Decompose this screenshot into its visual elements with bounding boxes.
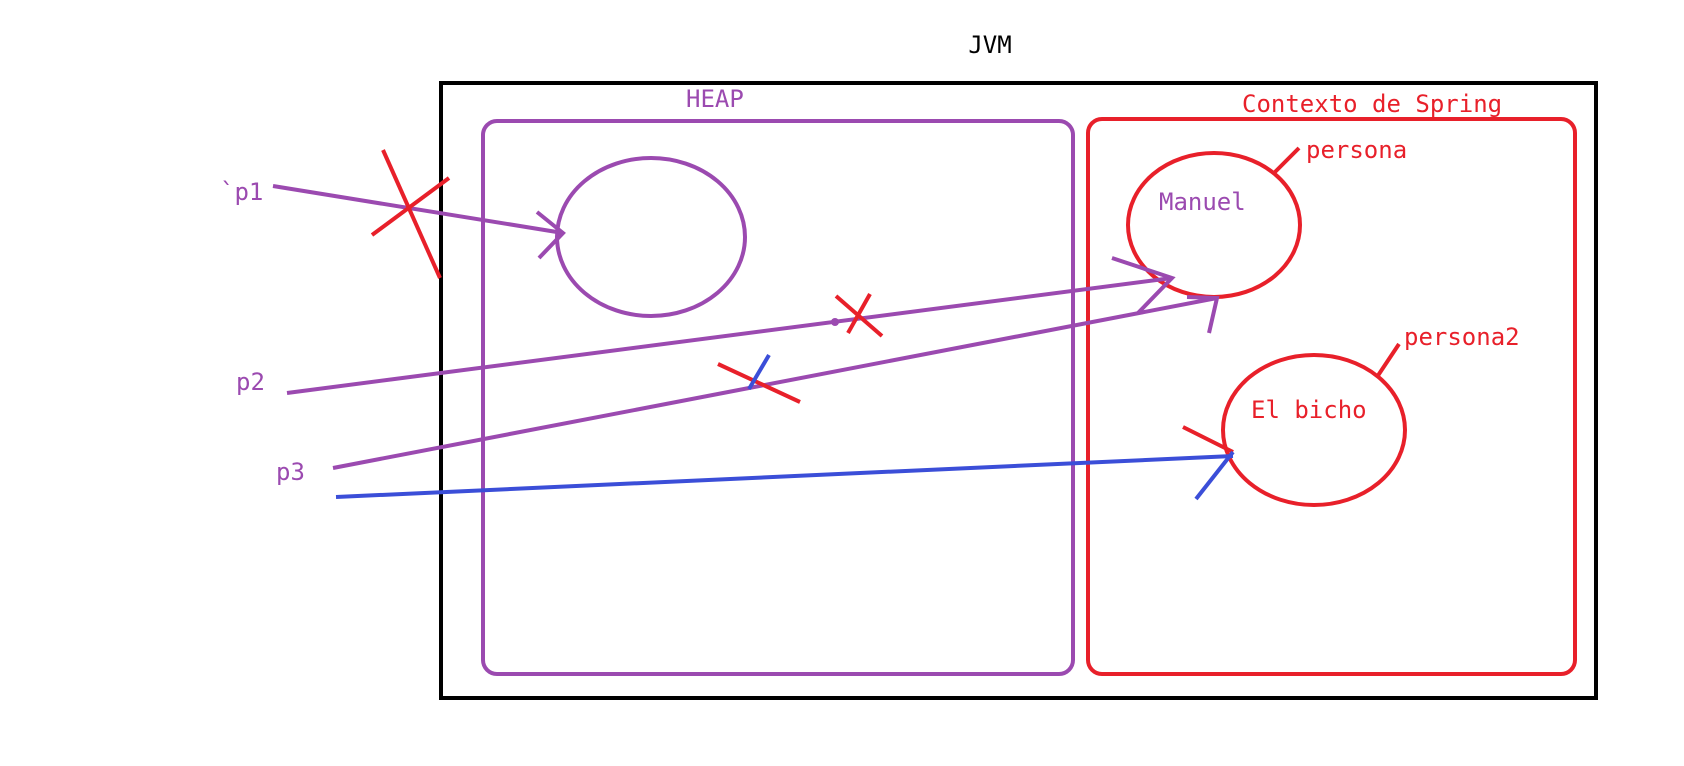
jvm-title: JVM — [968, 31, 1011, 59]
bean-persona-value: Manuel — [1159, 188, 1246, 216]
reference-p2-to-persona — [286, 256, 1176, 395]
variable-p2-label: p2 — [236, 368, 265, 396]
bean-persona2-tag-line — [1375, 342, 1401, 379]
heap-object — [555, 156, 747, 318]
reference-p1-to-heap-object — [272, 184, 566, 260]
bean-persona-name: persona — [1306, 136, 1407, 164]
heap-region — [481, 119, 1075, 676]
jvm-box — [439, 81, 1598, 700]
heap-label: HEAP — [686, 85, 744, 113]
reference-p3-to-persona2 — [335, 425, 1235, 501]
spring-context-label: Contexto de Spring — [1242, 90, 1502, 118]
bean-persona-tag-line — [1273, 146, 1301, 174]
spring-context-region — [1086, 117, 1577, 676]
bean-persona-circle — [1126, 151, 1302, 299]
variable-p3-label: p3 — [276, 458, 305, 486]
bean-persona2-circle — [1221, 353, 1407, 507]
bean-persona2-name: persona2 — [1404, 323, 1520, 351]
reference-p2-cross-mark — [834, 293, 884, 338]
variable-p1-label: `p1 — [220, 178, 263, 206]
reference-p3-to-persona — [332, 295, 1220, 470]
reference-p1-cross-mark — [370, 149, 451, 279]
bean-persona2-value: El bicho — [1251, 396, 1367, 424]
reference-p3-cross-mark — [717, 353, 801, 404]
